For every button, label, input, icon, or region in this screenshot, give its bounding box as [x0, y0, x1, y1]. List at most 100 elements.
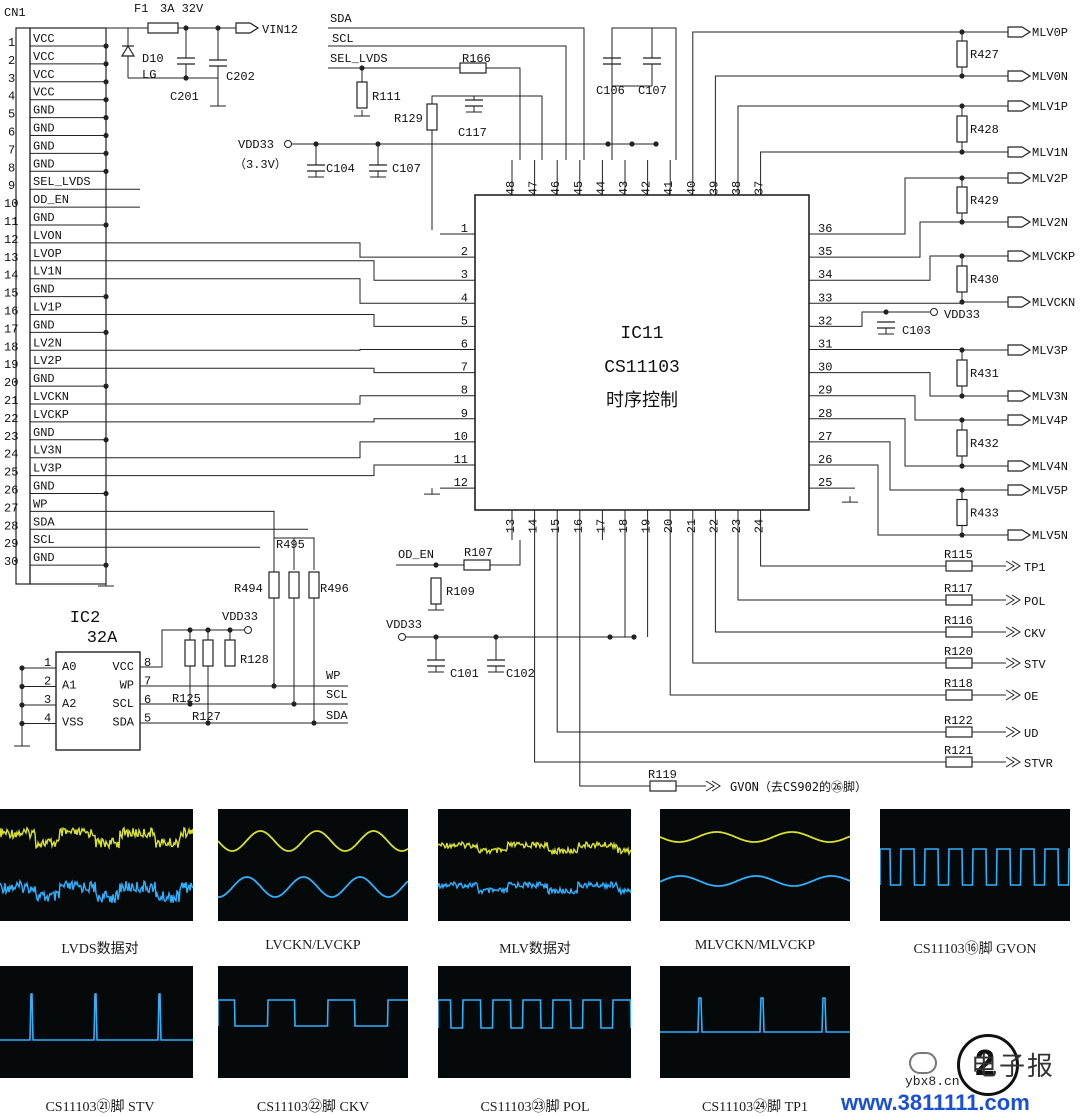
junction-dot	[883, 309, 889, 315]
wire	[106, 349, 440, 351]
ic2-pin-name: VSS	[62, 716, 84, 730]
ic2-pin-number: 7	[144, 675, 151, 689]
junction-dot	[205, 720, 211, 726]
resistor	[288, 571, 300, 599]
pin-number: 17	[4, 322, 18, 336]
ic-pin-number: 41	[662, 181, 676, 195]
ic-desc: 时序控制	[606, 390, 678, 411]
scope-trace	[218, 876, 408, 898]
resistor	[945, 657, 973, 669]
port-arrow	[1007, 390, 1032, 402]
scope-caption: CS11103㉒脚 CKV	[256, 1100, 370, 1115]
scope-trace	[218, 830, 408, 852]
ic-pin-number: 6	[461, 338, 468, 352]
ic-pin-number: 18	[617, 519, 631, 533]
resistor	[945, 626, 973, 638]
pin-name: LVCKP	[33, 408, 69, 422]
resistor-label: R115	[944, 548, 973, 562]
wire	[274, 537, 315, 570]
ic-pin-number: 8	[461, 384, 468, 398]
pin-number: 8	[8, 161, 15, 175]
ic-pin-number: 28	[818, 407, 832, 421]
resistor-label: R125	[172, 692, 201, 706]
wire	[106, 395, 440, 405]
pin-name: LV2P	[33, 354, 62, 368]
scope-caption: CS11103㉔脚 TP1	[702, 1100, 808, 1115]
ic-pin-number: 5	[461, 314, 468, 328]
scope-trace	[438, 999, 631, 1029]
scope-screen	[660, 966, 850, 1078]
port-arrow	[1007, 344, 1032, 356]
wire	[106, 418, 440, 423]
ic-pin-number: 11	[454, 453, 468, 467]
wire	[737, 105, 962, 160]
resistor-label: R107	[464, 546, 493, 560]
pin-name: LVCKN	[33, 390, 69, 404]
ic2-pin-number: 4	[44, 712, 51, 726]
wire	[328, 27, 585, 160]
ic2-body	[55, 651, 141, 751]
resistor-label: R496	[320, 582, 349, 596]
ic-pin-number: 29	[818, 384, 832, 398]
diode	[120, 44, 136, 57]
pin-name: GND	[33, 157, 55, 171]
resistor	[956, 429, 968, 457]
cap-label: C107	[638, 84, 667, 98]
site-url[interactable]: www.3811111.com	[841, 1090, 1030, 1115]
resistor-label: R428	[970, 123, 999, 137]
pin-number: 10	[4, 197, 18, 211]
pin-name: LVOP	[33, 247, 62, 261]
cap-label: C201	[170, 90, 199, 104]
wire	[1005, 594, 1015, 606]
badge-circle-icon	[957, 1034, 1019, 1096]
resistor	[956, 265, 968, 293]
resistor	[224, 639, 236, 667]
ic-pin-number: 20	[662, 519, 676, 533]
pin-name: GND	[33, 480, 55, 494]
ic-pin-number: 15	[549, 519, 563, 533]
net-label: MLV3P	[1032, 344, 1068, 358]
resistor-label: R122	[944, 714, 973, 728]
scope-trace	[660, 875, 850, 887]
resistor-label: R116	[944, 614, 973, 628]
badge-number: 2	[975, 1042, 996, 1083]
pin-number: 18	[4, 340, 18, 354]
pin-name: GND	[33, 139, 55, 153]
pin-name: GND	[33, 551, 55, 565]
scope-trace	[0, 878, 193, 903]
supply-label: VDD33	[944, 308, 980, 322]
ic2-pin-name: A0	[62, 660, 76, 674]
resistor-label: R431	[970, 367, 999, 381]
ic-pin-number: 42	[640, 181, 654, 195]
ic2-pin-number: 8	[144, 656, 151, 670]
port-arrow	[1007, 460, 1032, 472]
wire	[431, 95, 543, 160]
wire	[579, 540, 650, 787]
resistor-label: R118	[944, 677, 973, 691]
resistor-label: R117	[944, 582, 973, 596]
net-label: CKV	[1024, 627, 1046, 641]
cap-label: C202	[226, 70, 255, 84]
pin-number: 30	[4, 555, 18, 569]
pin-number: 16	[4, 305, 18, 319]
ic-pin-number: 24	[753, 519, 767, 533]
resistor-label: R433	[970, 507, 999, 521]
ic-pin-number: 27	[818, 430, 832, 444]
port-arrow	[1007, 172, 1032, 184]
resistor-label: R429	[970, 194, 999, 208]
wire	[855, 221, 962, 258]
net-label: MLV1P	[1032, 100, 1068, 114]
net-label: SDA	[330, 12, 352, 26]
wire	[855, 349, 963, 350]
port-arrow	[1007, 414, 1032, 426]
ic-pin-number: 13	[504, 519, 518, 533]
ic2-pin-number: 6	[144, 693, 151, 707]
ic-pin-number: 25	[818, 476, 832, 490]
resistor	[956, 359, 968, 387]
resistor-label: R129	[394, 112, 423, 126]
ic-pin-number: 2	[461, 245, 468, 259]
resistor-label: R128	[240, 653, 269, 667]
scope-trace	[438, 880, 631, 896]
ic-pin-number: 43	[617, 181, 631, 195]
